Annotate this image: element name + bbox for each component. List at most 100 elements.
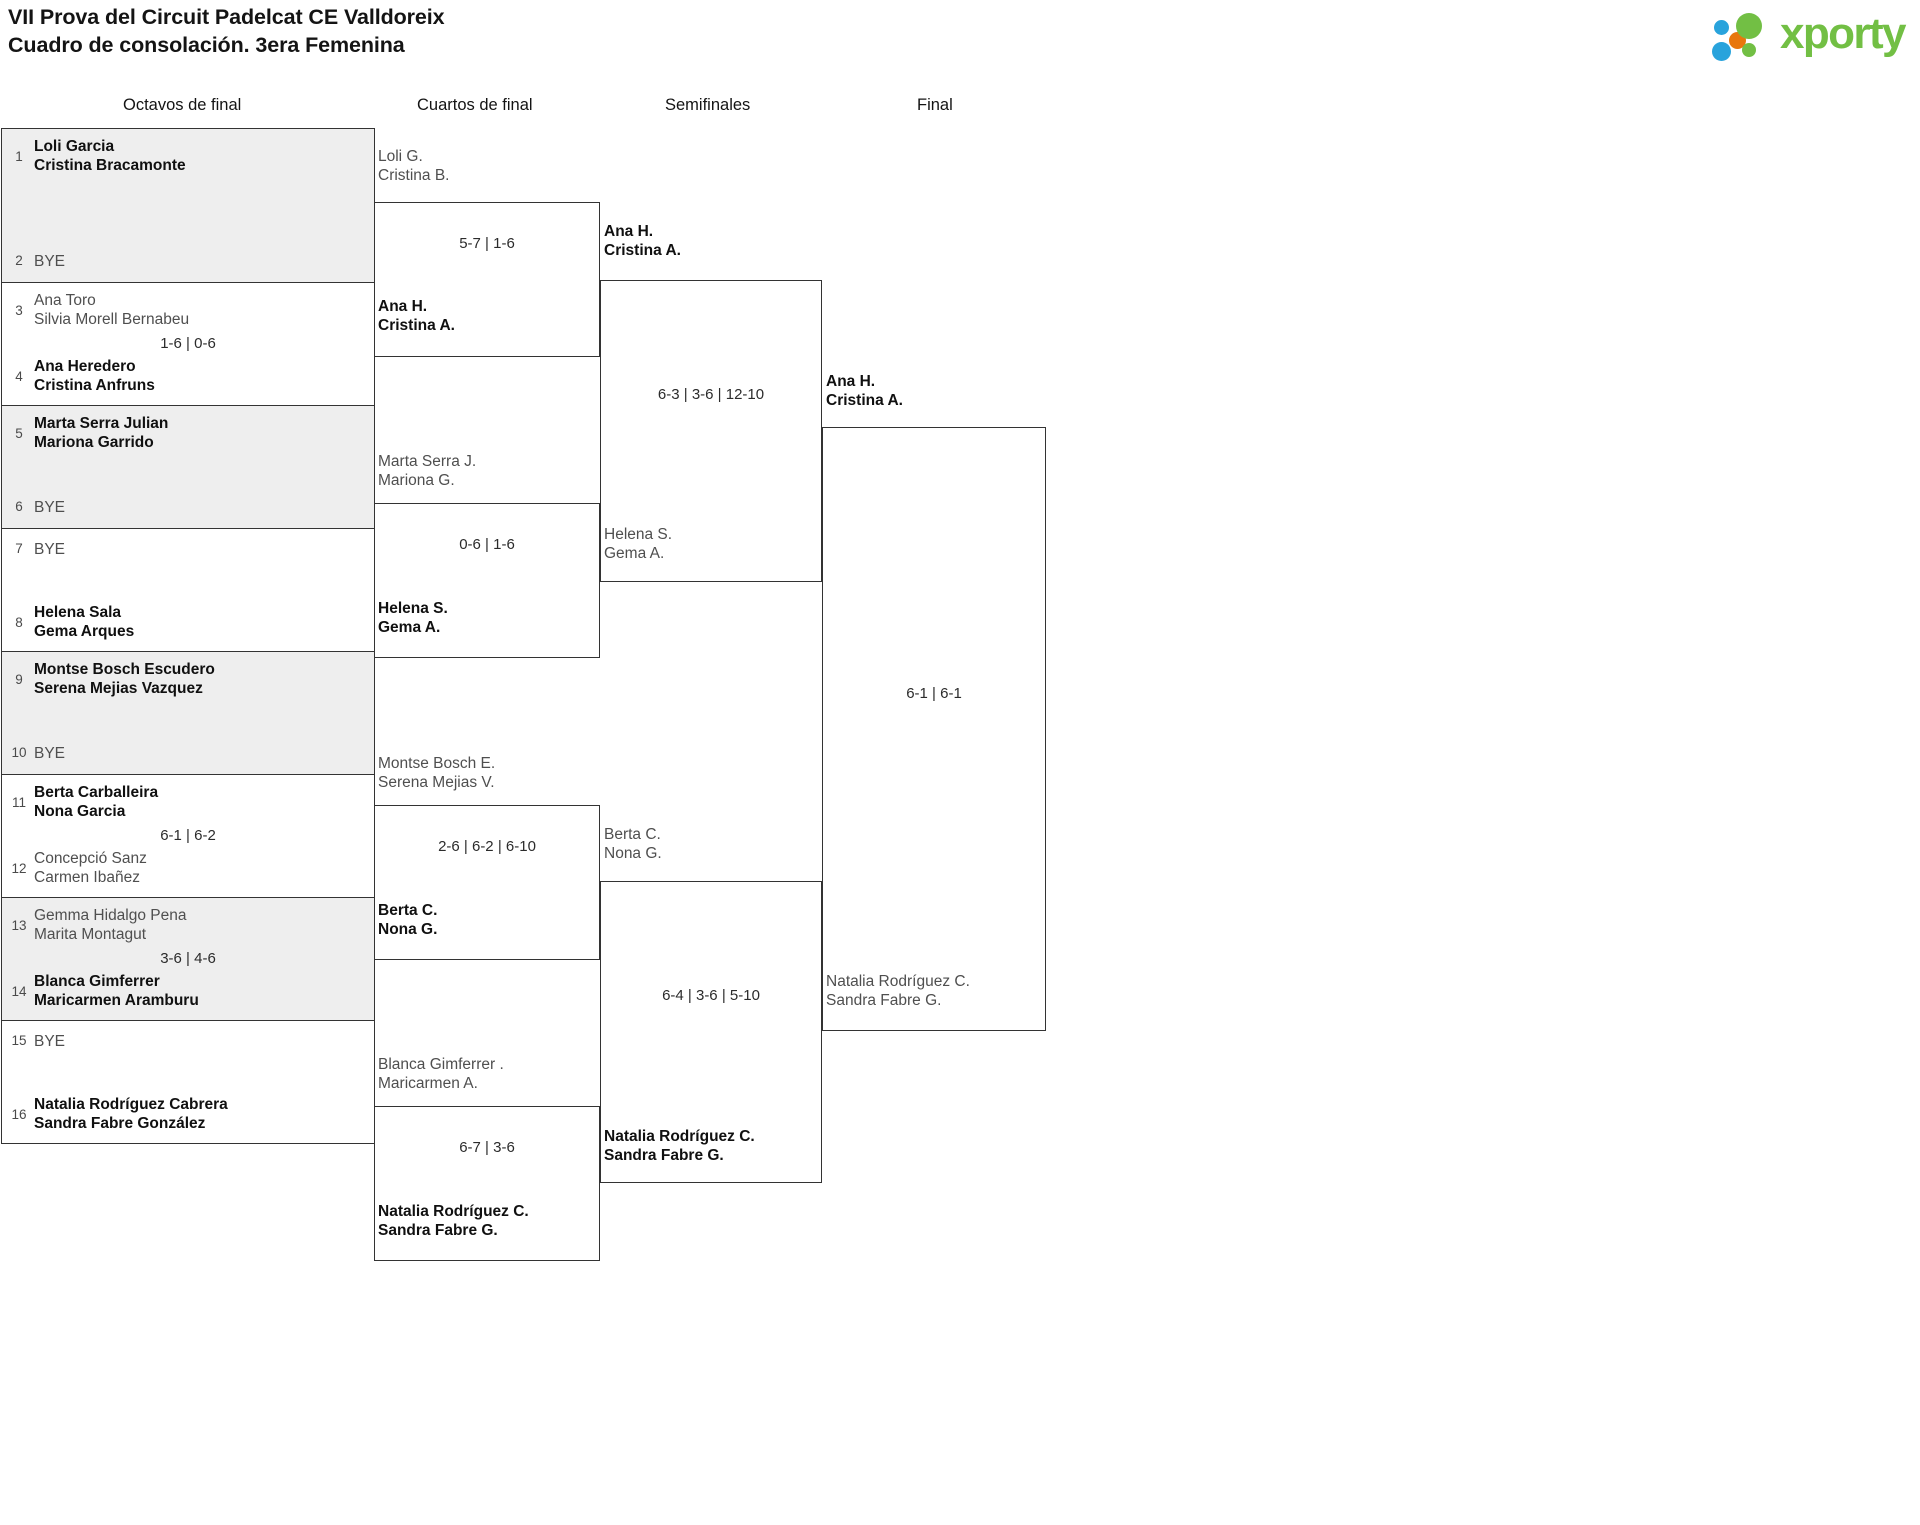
round-header-final: Final xyxy=(917,96,953,114)
r1-slot-seed14[interactable]: 14 Blanca Gimferrer Maricarmen Aramburu xyxy=(2,972,374,1012)
r1-match-8[interactable]: 15 BYE 16 Natalia Rodríguez Cabrera Sand… xyxy=(2,1021,374,1144)
r3-match-1-score: 6-3 | 3-6 | 12-10 xyxy=(657,386,765,403)
team-name: BYE xyxy=(34,253,66,270)
r1-score: 1-6 | 0-6 xyxy=(160,335,216,352)
r3-match-2-top-label: Berta C. Nona G. xyxy=(604,826,662,862)
seed-number: 6 xyxy=(15,499,23,514)
xporty-logo: xporty xyxy=(1712,9,1908,62)
r1-slot-seed9[interactable]: 9 Montse Bosch Escudero Serena Mejias Va… xyxy=(2,660,374,700)
seed-number: 15 xyxy=(11,1033,27,1048)
r1-match-6[interactable]: 11 Berta Carballeira Nona Garcia 6-1 | 6… xyxy=(2,775,374,898)
r4-final-score: 6-1 | 6-1 xyxy=(906,685,962,702)
team-name: BYE xyxy=(34,745,66,762)
r2-match-2-box[interactable]: 0-6 | 1-6 xyxy=(374,503,600,658)
team-name: Natalia Rodríguez Cabrera Sandra Fabre G… xyxy=(34,1096,228,1132)
logo-dot-blue-top xyxy=(1714,20,1729,35)
r1-slot-seed4[interactable]: 4 Ana Heredero Cristina Anfruns xyxy=(2,357,374,397)
r1-score: 3-6 | 4-6 xyxy=(160,950,216,967)
r3-match-2-bottom-label: Natalia Rodríguez C. Sandra Fabre G. xyxy=(604,1128,755,1164)
tournament-name: VII Prova del Circuit Padelcat CE Valldo… xyxy=(8,5,445,29)
seed-number: 16 xyxy=(11,1107,27,1122)
r2-match-4-score: 6-7 | 3-6 xyxy=(459,1139,515,1156)
team-name: Ana Toro Silvia Morell Bernabeu xyxy=(34,292,190,328)
r1-match-1[interactable]: 1 Loli Garcia Cristina Bracamonte 2 BYE xyxy=(2,129,374,283)
seed-number: 9 xyxy=(15,672,23,687)
r1-slot-seed6[interactable]: 6 BYE xyxy=(2,496,374,520)
logo-dot-green-small xyxy=(1742,43,1756,57)
seed-number: 3 xyxy=(15,303,23,318)
team-name: Marta Serra Julian Mariona Garrido xyxy=(34,415,169,451)
r2-match-2-bottom-label: Helena S. Gema A. xyxy=(378,600,448,636)
r1-slot-seed10[interactable]: 10 BYE xyxy=(2,742,374,766)
team-name: Montse Bosch Escudero Serena Mejias Vazq… xyxy=(34,661,215,697)
r1-slot-seed13[interactable]: 13 Gemma Hidalgo Pena Marita Montagut xyxy=(2,906,374,946)
r2-match-2-score: 0-6 | 1-6 xyxy=(459,536,515,553)
r1-score: 6-1 | 6-2 xyxy=(160,827,216,844)
r2-match-3-score: 2-6 | 6-2 | 6-10 xyxy=(438,838,536,855)
logo-dot-blue-bottom xyxy=(1712,42,1731,61)
r1-slot-seed7[interactable]: 7 BYE xyxy=(2,538,374,562)
round-header-cuartos: Cuartos de final xyxy=(417,96,533,114)
r1-slot-seed3[interactable]: 3 Ana Toro Silvia Morell Bernabeu xyxy=(2,291,374,331)
seed-number: 7 xyxy=(15,541,23,556)
r1-slot-seed5[interactable]: 5 Marta Serra Julian Mariona Garrido xyxy=(2,414,374,454)
seed-number: 4 xyxy=(15,369,23,384)
r3-match-1-box[interactable]: 6-3 | 3-6 | 12-10 xyxy=(600,280,822,582)
round-header-octavos: Octavos de final xyxy=(123,96,242,114)
r2-match-1-top-label: Loli G. Cristina B. xyxy=(378,148,450,184)
r1-match-7[interactable]: 13 Gemma Hidalgo Pena Marita Montagut 3-… xyxy=(2,898,374,1021)
team-name: Blanca Gimferrer Maricarmen Aramburu xyxy=(34,973,199,1009)
r2-match-4-bottom-label: Natalia Rodríguez C. Sandra Fabre G. xyxy=(378,1203,529,1239)
r4-final-bottom-label: Natalia Rodríguez C. Sandra Fabre G. xyxy=(826,973,970,1009)
r2-match-3-bottom-label: Berta C. Nona G. xyxy=(378,902,438,938)
seed-number: 5 xyxy=(15,426,23,441)
r1-match-4[interactable]: 7 BYE 8 Helena Sala Gema Arques xyxy=(2,529,374,652)
r3-match-2-box[interactable]: 6-4 | 3-6 | 5-10 xyxy=(600,881,822,1183)
r1-slot-seed15[interactable]: 15 BYE xyxy=(2,1030,374,1054)
logo-wordmark: xporty xyxy=(1780,9,1906,58)
r2-match-3-top-label: Montse Bosch E. Serena Mejias V. xyxy=(378,755,496,791)
r2-match-1-bottom-label: Ana H. Cristina A. xyxy=(378,298,455,334)
r2-match-4-box[interactable]: 6-7 | 3-6 xyxy=(374,1106,600,1261)
seed-number: 1 xyxy=(15,149,23,164)
seed-number: 14 xyxy=(11,984,27,999)
seed-number: 8 xyxy=(15,615,23,630)
r1-match-3[interactable]: 5 Marta Serra Julian Mariona Garrido 6 B… xyxy=(2,406,374,529)
r1-slot-seed1[interactable]: 1 Loli Garcia Cristina Bracamonte xyxy=(2,137,374,177)
r4-final-box[interactable]: 6-1 | 6-1 xyxy=(822,427,1046,1031)
seed-number: 12 xyxy=(11,861,27,876)
seed-number: 10 xyxy=(11,745,27,760)
team-name: Berta Carballeira Nona Garcia xyxy=(34,784,159,820)
team-name: Loli Garcia Cristina Bracamonte xyxy=(34,138,186,174)
team-name: Gemma Hidalgo Pena Marita Montagut xyxy=(34,907,187,943)
r1-slot-seed16[interactable]: 16 Natalia Rodríguez Cabrera Sandra Fabr… xyxy=(2,1095,374,1135)
r2-match-4-top-label: Blanca Gimferrer . Maricarmen A. xyxy=(378,1056,504,1092)
seed-number: 2 xyxy=(15,253,23,268)
team-name: Concepció Sanz Carmen Ibañez xyxy=(34,850,147,886)
team-name: BYE xyxy=(34,541,66,558)
logo-dot-green-large xyxy=(1736,13,1762,39)
team-name: Helena Sala Gema Arques xyxy=(34,604,135,640)
team-name: Ana Heredero Cristina Anfruns xyxy=(34,358,155,394)
seed-number: 13 xyxy=(11,918,27,933)
r1-slot-seed12[interactable]: 12 Concepció Sanz Carmen Ibañez xyxy=(2,849,374,889)
r4-final-top-label: Ana H. Cristina A. xyxy=(826,373,903,409)
team-name: BYE xyxy=(34,1033,66,1050)
r2-match-3-box[interactable]: 2-6 | 6-2 | 6-10 xyxy=(374,805,600,960)
r3-match-2-score: 6-4 | 3-6 | 5-10 xyxy=(662,987,760,1004)
round1-column: 1 Loli Garcia Cristina Bracamonte 2 BYE … xyxy=(1,128,375,1144)
bracket-subtitle: Cuadro de consolación. 3era Femenina xyxy=(8,32,405,57)
r1-slot-seed11[interactable]: 11 Berta Carballeira Nona Garcia xyxy=(2,783,374,823)
r2-match-2-top-label: Marta Serra J. Mariona G. xyxy=(378,453,477,489)
team-name: BYE xyxy=(34,499,66,516)
r1-slot-seed2[interactable]: 2 BYE xyxy=(2,250,374,274)
round-header-semifinal: Semifinales xyxy=(665,96,751,114)
r1-match-5[interactable]: 9 Montse Bosch Escudero Serena Mejias Va… xyxy=(2,652,374,775)
r3-match-1-top-label: Ana H. Cristina A. xyxy=(604,223,681,259)
r1-match-2[interactable]: 3 Ana Toro Silvia Morell Bernabeu 1-6 | … xyxy=(2,283,374,406)
seed-number: 11 xyxy=(11,795,26,810)
r2-match-1-box[interactable]: 5-7 | 1-6 xyxy=(374,202,600,357)
r2-match-1-score: 5-7 | 1-6 xyxy=(459,235,515,252)
r3-match-1-bottom-label: Helena S. Gema A. xyxy=(604,526,673,562)
r1-slot-seed8[interactable]: 8 Helena Sala Gema Arques xyxy=(2,603,374,643)
